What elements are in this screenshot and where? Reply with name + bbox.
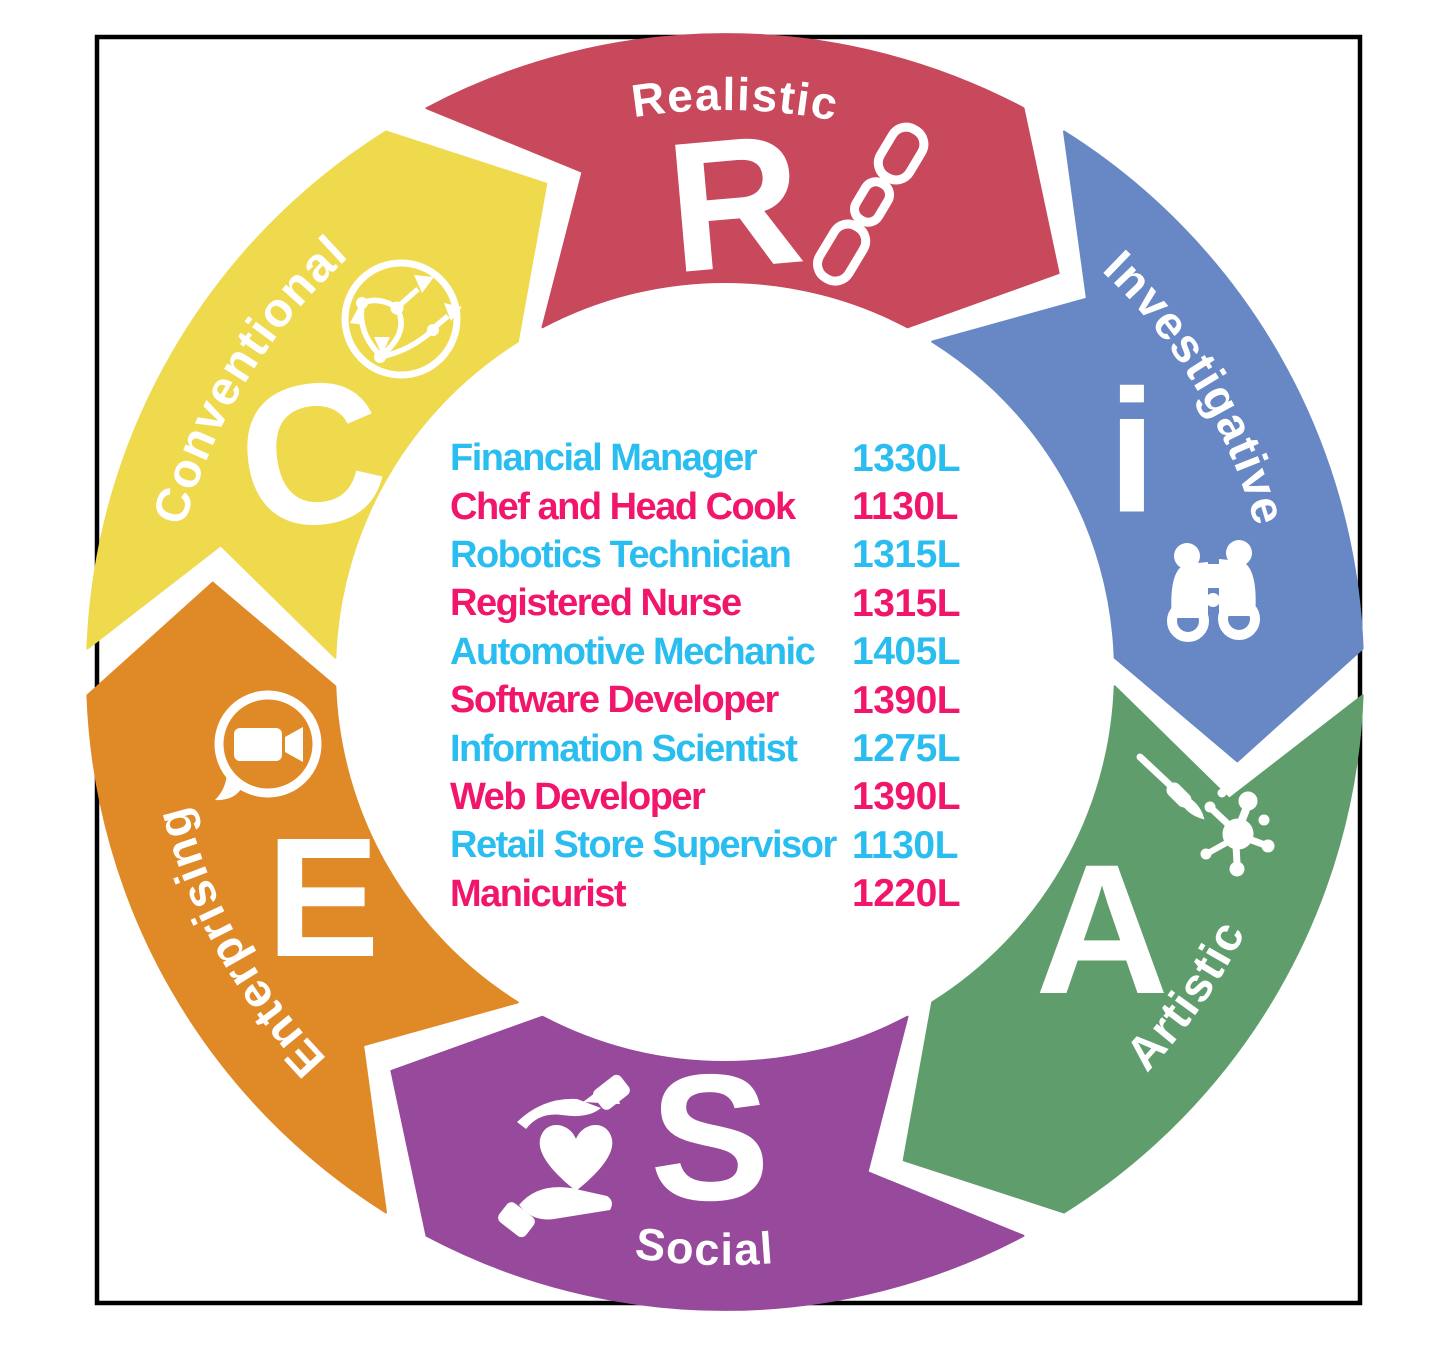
segment-letter-R: R bbox=[659, 96, 810, 313]
career-lexile-value: 1130L bbox=[852, 485, 958, 529]
segment-realistic bbox=[425, 33, 1060, 329]
segment-letter-E: E bbox=[266, 803, 379, 993]
chain-icon bbox=[813, 122, 929, 286]
career-lexile-value: 1330L bbox=[852, 436, 961, 480]
career-lexile-value: 1275L bbox=[852, 727, 961, 771]
career-name: Chef and Head Cook bbox=[450, 485, 796, 528]
career-lexile-value: 1315L bbox=[852, 581, 961, 625]
career-row: Financial Manager 1330L bbox=[450, 434, 961, 482]
career-lexile-value: 1130L bbox=[852, 823, 958, 867]
segment-social bbox=[390, 1015, 1025, 1311]
career-name: Robotics Technician bbox=[450, 533, 792, 576]
segment-letter-i: i bbox=[1108, 355, 1157, 550]
career-name: Automotive Mechanic bbox=[450, 630, 816, 673]
career-row: Retail Store Supervisor 1130L bbox=[450, 821, 958, 869]
speech-bubble-video-icon bbox=[214, 690, 322, 801]
career-row: Registered Nurse 1315L bbox=[450, 579, 961, 627]
career-row: Manicurist 1220L bbox=[450, 870, 961, 918]
heart-shape bbox=[539, 1124, 613, 1191]
career-lexile-value: 1315L bbox=[852, 533, 961, 577]
career-name: Retail Store Supervisor bbox=[450, 824, 837, 867]
paint-splatter-icon bbox=[1200, 788, 1275, 877]
career-row: Information Scientist 1275L bbox=[450, 724, 961, 772]
career-row: Robotics Technician 1315L bbox=[450, 531, 961, 579]
segment-conventional bbox=[86, 130, 548, 659]
globe-network-icon bbox=[341, 259, 462, 379]
segment-letter-A: A bbox=[1035, 827, 1169, 1033]
segment-label: Social bbox=[633, 1218, 776, 1276]
career-name: Information Scientist bbox=[450, 727, 798, 770]
segment-letter-S: S bbox=[650, 1038, 770, 1239]
career-row: Software Developer 1390L bbox=[450, 676, 961, 724]
career-lexile-value: 1405L bbox=[852, 630, 961, 674]
binoculars-icon bbox=[1167, 540, 1260, 642]
career-row: Automotive Mechanic 1405L bbox=[450, 628, 961, 676]
career-name: Registered Nurse bbox=[450, 582, 742, 625]
career-lexile-value: 1390L bbox=[852, 775, 961, 819]
career-lexile-value: 1390L bbox=[852, 678, 961, 722]
career-name: Web Developer bbox=[450, 775, 706, 818]
segment-enterprising bbox=[86, 581, 519, 1214]
paintbrush-icon bbox=[1136, 753, 1205, 820]
career-row: Web Developer 1390L bbox=[450, 773, 961, 821]
segment-letter-C: C bbox=[225, 335, 399, 576]
career-name: Manicurist bbox=[450, 872, 627, 915]
career-name: Software Developer bbox=[450, 679, 779, 722]
hands-heart-icon bbox=[498, 1074, 630, 1238]
segment-artistic bbox=[902, 685, 1364, 1214]
career-row: Chef and Head Cook 1130L bbox=[450, 482, 958, 530]
career-lexile-value: 1220L bbox=[852, 872, 961, 916]
career-name: Financial Manager bbox=[450, 437, 758, 480]
